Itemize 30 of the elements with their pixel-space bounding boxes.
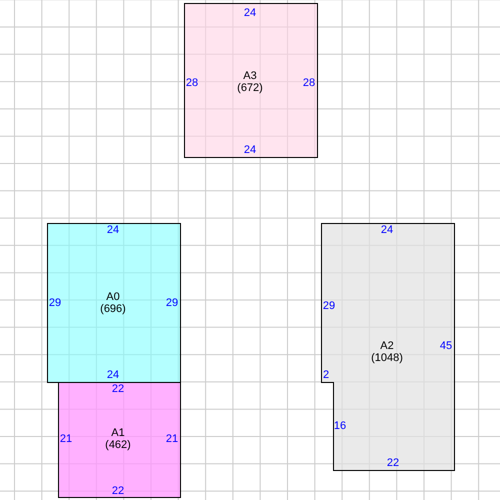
- dimension-label: 29: [166, 297, 178, 309]
- room-name: A3: [243, 70, 257, 82]
- dimension-label: 22: [386, 457, 400, 469]
- dimension-label: 29: [48, 297, 62, 309]
- dimension-label: 29: [322, 300, 336, 312]
- room-name: A1: [111, 427, 125, 439]
- dimension-label: 21: [166, 433, 178, 445]
- dimension-label: 24: [106, 369, 120, 381]
- room-area: [47, 223, 181, 383]
- room-name: A0: [106, 291, 120, 303]
- room-area: [58, 382, 181, 498]
- dimension-label: 24: [244, 7, 256, 19]
- room-area: [184, 3, 318, 158]
- dimension-label: 28: [186, 77, 198, 89]
- dimension-label: 2: [322, 369, 330, 381]
- area-value: (672): [237, 82, 263, 94]
- dimension-label: 22: [112, 383, 124, 395]
- dimension-label: 16: [334, 420, 346, 432]
- room-area: [321, 223, 455, 471]
- area-value: (462): [105, 439, 131, 451]
- dimension-label: 45: [440, 340, 452, 352]
- dimension-label: 21: [60, 433, 72, 445]
- dimension-label: 24: [106, 224, 120, 236]
- area-value: (696): [100, 303, 126, 315]
- room-name: A2: [380, 340, 394, 352]
- dimension-label: 22: [112, 485, 124, 497]
- area-value: (1048): [371, 352, 403, 364]
- dimension-label: 24: [380, 224, 394, 236]
- dimension-label: 24: [244, 144, 256, 156]
- dimension-label: 28: [302, 77, 316, 89]
